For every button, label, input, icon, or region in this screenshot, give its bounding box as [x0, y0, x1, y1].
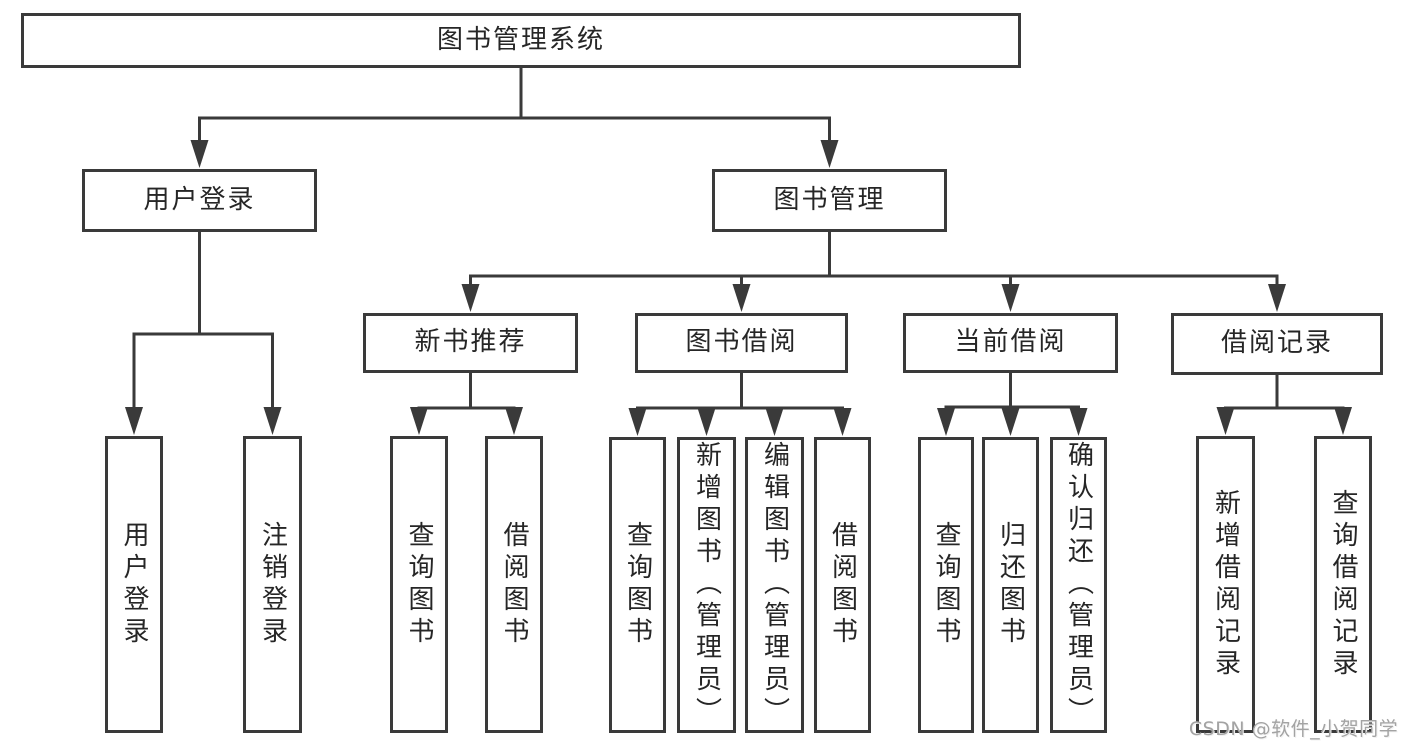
arrowhead-icon: [937, 408, 955, 436]
node-b2: 新增图书（管理员）: [677, 437, 736, 733]
node-current: 当前借阅: [903, 313, 1118, 373]
node-b4: 借阅图书: [814, 437, 871, 733]
arrowhead-icon: [1334, 407, 1352, 435]
arrowhead-icon: [125, 407, 143, 435]
arrowhead-icon: [1001, 408, 1020, 436]
node-c2: 归还图书: [982, 437, 1039, 733]
arrowhead-icon: [461, 284, 480, 312]
node-records: 借阅记录: [1171, 313, 1383, 375]
arrowhead-icon: [263, 407, 282, 435]
node-r1: 新增借阅记录: [1196, 436, 1255, 733]
arrowhead-icon: [1001, 284, 1020, 312]
arrowhead-icon: [697, 408, 716, 436]
node-login: 用户登录: [82, 169, 317, 232]
arrowhead-icon: [765, 408, 784, 436]
arrowhead-icon: [820, 140, 839, 168]
arrowhead-icon: [505, 407, 523, 435]
arrowhead-icon: [732, 284, 751, 312]
node-b1: 查询图书: [609, 437, 666, 733]
node-n2: 借阅图书: [485, 436, 543, 733]
node-newbook: 新书推荐: [363, 313, 578, 373]
node-borrow: 图书借阅: [635, 313, 848, 373]
node-root: 图书管理系统: [21, 13, 1021, 68]
node-l2: 注销登录: [243, 436, 302, 733]
arrowhead-icon: [833, 408, 852, 436]
node-n1: 查询图书: [390, 436, 448, 733]
arrowhead-icon: [628, 408, 647, 436]
node-l1: 用户登录: [105, 436, 163, 733]
node-c1: 查询图书: [918, 437, 974, 733]
arrowhead-icon: [190, 140, 209, 168]
watermark: CSDN @软件_小贺同学: [1188, 718, 1399, 740]
node-c3: 确认归还（管理员）: [1050, 437, 1107, 733]
node-b3: 编辑图书（管理员）: [745, 437, 804, 733]
arrowhead-icon: [1268, 284, 1286, 312]
arrowhead-icon: [1216, 407, 1235, 435]
node-mgmt: 图书管理: [712, 169, 947, 232]
arrowhead-icon: [1069, 408, 1088, 436]
node-r2: 查询借阅记录: [1314, 436, 1372, 733]
arrowhead-icon: [410, 407, 428, 435]
